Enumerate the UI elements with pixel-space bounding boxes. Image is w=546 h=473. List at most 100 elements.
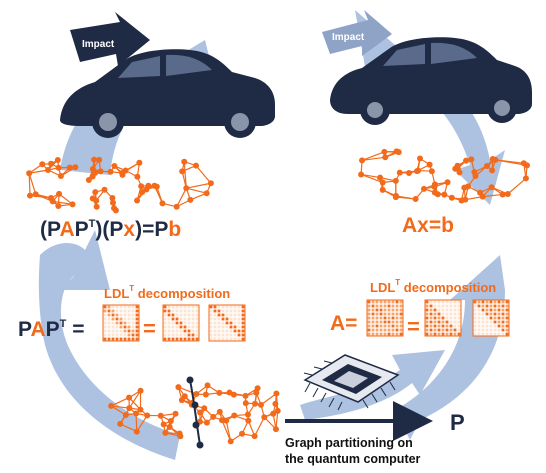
ldl-label-left: LDLT decomposition: [104, 284, 230, 301]
impact-label-left: Impact: [82, 39, 115, 50]
matrix-cell: [433, 324, 437, 328]
matrix-cell: [497, 308, 501, 312]
matrix-cell: [481, 312, 485, 316]
matrix-cell: [485, 328, 489, 332]
matrix-cell: [375, 308, 379, 312]
matrix-cell: [379, 308, 383, 312]
matrix-cell: [107, 313, 111, 317]
matrix-cell: [103, 309, 107, 313]
matrix-cell: [229, 337, 233, 341]
matrix-cell: [135, 333, 139, 337]
matrix-cell: [371, 316, 375, 320]
matrix-cell: [489, 332, 493, 336]
matrix-cell: [501, 300, 505, 304]
matrix-cell: [429, 324, 433, 328]
matrix-cell: [131, 313, 135, 317]
matrix-cell: [183, 313, 187, 317]
mesh-node: [207, 180, 214, 187]
mesh-node: [109, 199, 116, 206]
matrix-cell: [233, 313, 237, 317]
matrix-cell: [127, 325, 131, 329]
matrix-cell: [163, 333, 167, 337]
matrix-cell: [485, 300, 489, 304]
mesh-node: [133, 428, 140, 435]
matrix-cell: [225, 329, 229, 333]
mesh-edge: [395, 195, 416, 200]
matrix-cell: [171, 321, 175, 325]
mesh-edge: [361, 151, 385, 161]
matrix-cell: [441, 312, 445, 316]
matrix-cell: [183, 305, 187, 309]
matrix-cell: [367, 312, 371, 316]
matrix-cell: [127, 333, 131, 337]
matrix-cell: [395, 328, 399, 332]
matrix-cell: [191, 321, 195, 325]
matrix-cell: [477, 332, 481, 336]
matrix-cell: [437, 312, 441, 316]
matrix-cell: [179, 333, 183, 337]
matrix-cell: [241, 321, 245, 325]
mesh-node: [416, 155, 423, 162]
mesh-node: [444, 179, 451, 186]
partition-cut: [186, 376, 204, 449]
matrix-cell: [123, 325, 127, 329]
matrix-cell: [505, 332, 509, 336]
mesh-node: [245, 417, 252, 424]
matrix-cell: [429, 332, 433, 336]
matrix-cell: [241, 329, 245, 333]
matrix-cell: [103, 325, 107, 329]
matrix-cell: [429, 312, 433, 316]
matrix-cell: [229, 313, 233, 317]
matrix-cell: [107, 305, 111, 309]
matrix-cell: [213, 325, 217, 329]
matrix-cell: [107, 321, 111, 325]
mesh-node: [441, 191, 448, 198]
matrix-cell: [111, 325, 115, 329]
matrix-cell: [179, 325, 183, 329]
matrix-cell: [371, 332, 375, 336]
lhs-left: PAPT =: [18, 318, 84, 341]
matrix-cell: [425, 324, 429, 328]
matrix-cell: [441, 328, 445, 332]
equation-right: Ax=b: [402, 214, 454, 237]
matrix-cell: [167, 317, 171, 321]
mesh-node: [463, 157, 470, 164]
matrix-cell: [241, 317, 245, 321]
matrix-cell: [457, 300, 461, 304]
matrix-cell: [379, 328, 383, 332]
matrix-cell: [135, 305, 139, 309]
matrix-cell: [119, 309, 123, 313]
matrix-cell: [445, 328, 449, 332]
matrix-cell: [433, 308, 437, 312]
matrix-cell: [489, 300, 493, 304]
matrix-cell: [119, 337, 123, 341]
matrix-cell: [473, 304, 477, 308]
matrix-cell: [241, 337, 245, 341]
matrix-cell: [103, 329, 107, 333]
matrix-cell: [505, 320, 509, 324]
matrix-cell: [163, 317, 167, 321]
matrix-cell: [175, 329, 179, 333]
matrix-cell: [441, 320, 445, 324]
matrix-cell: [111, 333, 115, 337]
matrix-cell: [171, 333, 175, 337]
matrix-cell: [501, 308, 505, 312]
matrix-cell: [103, 317, 107, 321]
cycle-arrow-bottom-left: [38, 230, 181, 460]
matrix-cell: [233, 333, 237, 337]
mesh-edge: [119, 423, 138, 433]
matrix-cell: [449, 316, 453, 320]
matrix-cell: [237, 329, 241, 333]
matrix-cell: [221, 337, 225, 341]
matrix-cell: [437, 300, 441, 304]
matrix-cell: [493, 324, 497, 328]
mesh-node: [157, 412, 164, 419]
matrix-cell: [399, 328, 403, 332]
matrix-cell: [175, 313, 179, 317]
matrix-cell: [225, 317, 229, 321]
matrix-cell: [433, 312, 437, 316]
matrix-cell: [241, 309, 245, 313]
matrix-cell: [501, 320, 505, 324]
matrix-cell: [233, 321, 237, 325]
matrix-cell: [383, 328, 387, 332]
